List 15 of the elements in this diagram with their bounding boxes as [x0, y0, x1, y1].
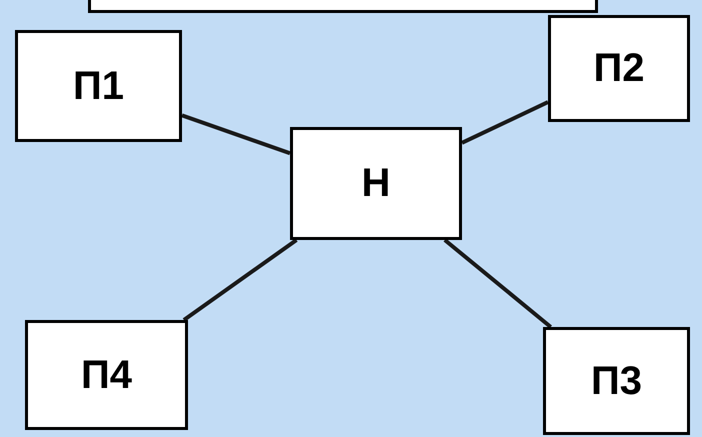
connector-line: [444, 238, 552, 329]
process-box: [543, 327, 690, 435]
connector-line: [182, 238, 298, 322]
process-box: [25, 320, 188, 430]
process-box: [290, 127, 462, 240]
process-box: [548, 15, 690, 122]
connector-line: [181, 113, 291, 156]
node-label: П3: [591, 358, 642, 404]
connector-line: [461, 100, 549, 145]
node-label: П1: [73, 64, 124, 108]
node-label: П4: [81, 352, 132, 398]
empty-box: [88, 0, 598, 13]
process-box: [15, 30, 182, 142]
node-label: Н: [362, 161, 390, 206]
node-label: П2: [594, 46, 644, 91]
